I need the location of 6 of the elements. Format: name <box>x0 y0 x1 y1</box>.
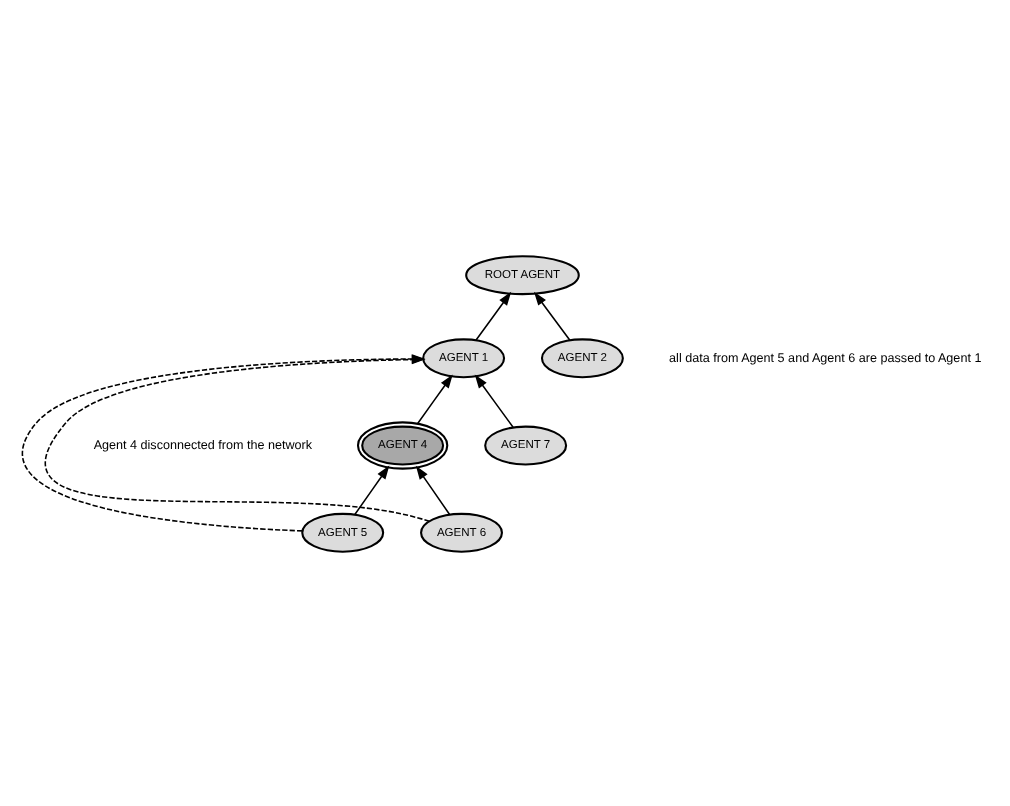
arrow <box>414 464 450 515</box>
arrow <box>473 373 513 428</box>
arrow <box>474 290 511 340</box>
arrow <box>415 373 452 424</box>
arrow <box>532 290 570 340</box>
arrow <box>353 464 389 515</box>
